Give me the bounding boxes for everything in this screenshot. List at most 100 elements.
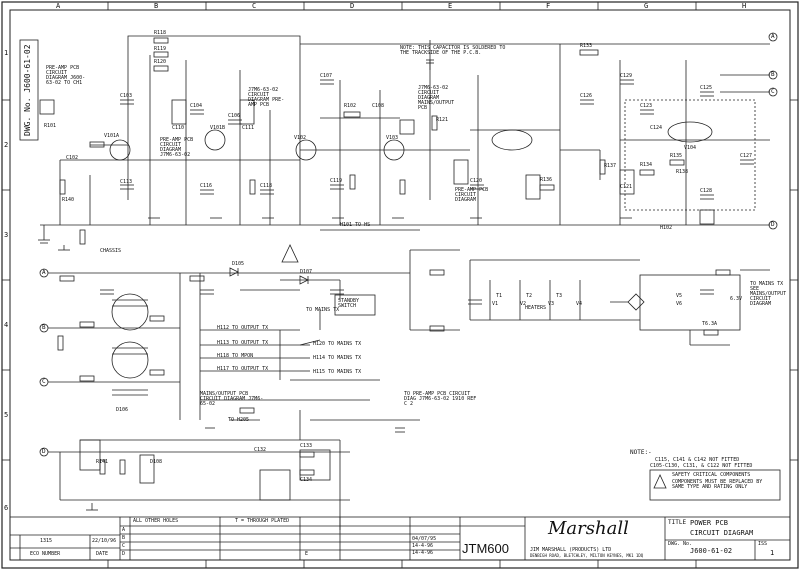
dwg-number-side: DWG. No. J600-61-02 — [23, 44, 32, 136]
connector-label: B — [771, 71, 775, 78]
component-label: C104 — [190, 103, 203, 109]
component-label: C102 — [66, 155, 79, 161]
connector-label: C — [42, 378, 46, 385]
to-mains-label: TO MAINS TX — [306, 307, 340, 313]
rev-row: C — [122, 543, 126, 549]
component-label: D105 — [232, 261, 245, 267]
h113-label: H113 TO OUTPUT TX — [217, 340, 269, 346]
rev-row: A — [122, 527, 126, 533]
rev-row: E — [305, 551, 309, 557]
col-label: H — [742, 2, 747, 10]
component-label: C111 — [242, 125, 255, 131]
col-label: B — [154, 2, 159, 10]
col-label: D — [350, 2, 355, 10]
lower-wiring — [48, 244, 770, 530]
h114-label: H114 TO MAINS TX — [313, 355, 362, 361]
component-label: C123 — [640, 103, 653, 109]
other-holes-label: ALL OTHER HOLES — [133, 518, 179, 524]
component-label: C118 — [260, 183, 273, 189]
col-label: G — [644, 2, 649, 10]
component-label: R102 — [344, 103, 357, 109]
component-label: R133 — [580, 43, 593, 49]
sheet-value: 1 — [770, 549, 775, 557]
component-label: R101 — [44, 123, 57, 129]
note-title: NOTE:- — [630, 449, 652, 456]
component-label: C120 — [470, 178, 483, 184]
row-label: 6 — [4, 504, 9, 512]
component-label: D107 — [300, 269, 313, 275]
drawn-date: 04/07/95 — [412, 536, 437, 542]
component-label: V5 — [676, 293, 683, 299]
connector-label: A — [771, 33, 775, 40]
component-label: V101B — [210, 125, 226, 131]
issue-date: 22/10/96 — [92, 538, 117, 544]
component-label: V102 — [294, 135, 307, 141]
h101-label: H101 TO HS — [340, 222, 371, 228]
component-label: C126 — [580, 93, 593, 99]
ref-text: MAINS/OUTPUT PCB CIRCUIT DIAGRAM J7M6-65… — [200, 391, 264, 407]
row-label: 2 — [4, 141, 9, 149]
rev-row: D — [122, 551, 126, 557]
component-label: V3 — [548, 301, 555, 307]
ref-text: PRE-AMP PCB CIRCUIT DIAGRAM — [455, 187, 489, 203]
component-label: C116 — [200, 183, 213, 189]
col-label: E — [448, 2, 453, 10]
connector-label: B — [42, 324, 46, 331]
component-label: C110 — [172, 125, 185, 131]
h115-label: H115 TO MAINS TX — [313, 369, 362, 375]
safety-title: SAFETY CRITICAL COMPONENTS — [672, 472, 751, 478]
row-label: 5 — [4, 411, 9, 419]
component-label: C108 — [372, 103, 385, 109]
col-label: F — [546, 2, 551, 10]
component-label: R137 — [604, 163, 617, 169]
through-plated-label: T = THROUGH PLATED — [235, 518, 290, 524]
ref-text: PRE-AMP PCB CIRCUIT DIAGRAM J600-63-02 T… — [46, 65, 86, 86]
component-label: V4 — [576, 301, 583, 307]
h205-label: TO H205 — [228, 417, 250, 423]
title-block-lines — [9, 516, 791, 561]
component-label: V1 — [492, 301, 499, 307]
component-label: D106 — [116, 407, 129, 413]
component-label: C121 — [620, 184, 633, 190]
col-label: A — [56, 2, 61, 10]
component-label: T3 — [556, 293, 563, 299]
title-label: TITLE — [668, 519, 687, 526]
col-label: C — [252, 2, 257, 10]
component-label: R138 — [676, 169, 689, 175]
standby-label: STANDBY SWITCH — [338, 298, 360, 309]
component-label: V2 — [520, 301, 527, 307]
component-label: V6 — [676, 301, 683, 307]
component-label: C132 — [254, 447, 267, 453]
connector-label: D — [771, 221, 775, 228]
component-label: C124 — [650, 125, 663, 131]
component-label: R135 — [670, 153, 683, 159]
dwg-side-box — [19, 39, 39, 141]
dwg-no: J600-61-02 — [690, 547, 733, 555]
sheet-label: ISS — [758, 541, 768, 547]
component-label: V104 — [684, 145, 697, 151]
capacitor-note: NOTE: THIS CAPACITOR IS SOLDERED TO THE … — [400, 45, 506, 56]
check-date: 14-4-96 — [412, 543, 434, 549]
row-label: 4 — [4, 321, 9, 329]
connector-label: D — [42, 448, 46, 455]
component-label: T6.3A — [702, 321, 718, 327]
upper-wiring — [38, 35, 770, 251]
component-label: R119 — [154, 46, 167, 52]
brand-logo: Marshall — [548, 518, 629, 539]
component-label: C133 — [300, 443, 313, 449]
component-label: C103 — [120, 93, 133, 99]
component-label: V103 — [386, 135, 399, 141]
rev-row: B — [122, 535, 126, 541]
h120-label: H120 TO MAINS TX — [313, 341, 362, 347]
component-label: C119 — [330, 178, 343, 184]
component-label: R134 — [640, 162, 653, 168]
ref-text: TO PRE-AMP PCB CIRCUIT DIAG J7M6-63-02 1… — [404, 391, 477, 407]
component-label: C134 — [300, 477, 313, 483]
h118-label: H118 TO MPON — [217, 353, 254, 359]
component-label: C129 — [620, 73, 633, 79]
component-label: R141 — [96, 459, 109, 465]
component-label: D108 — [150, 459, 163, 465]
